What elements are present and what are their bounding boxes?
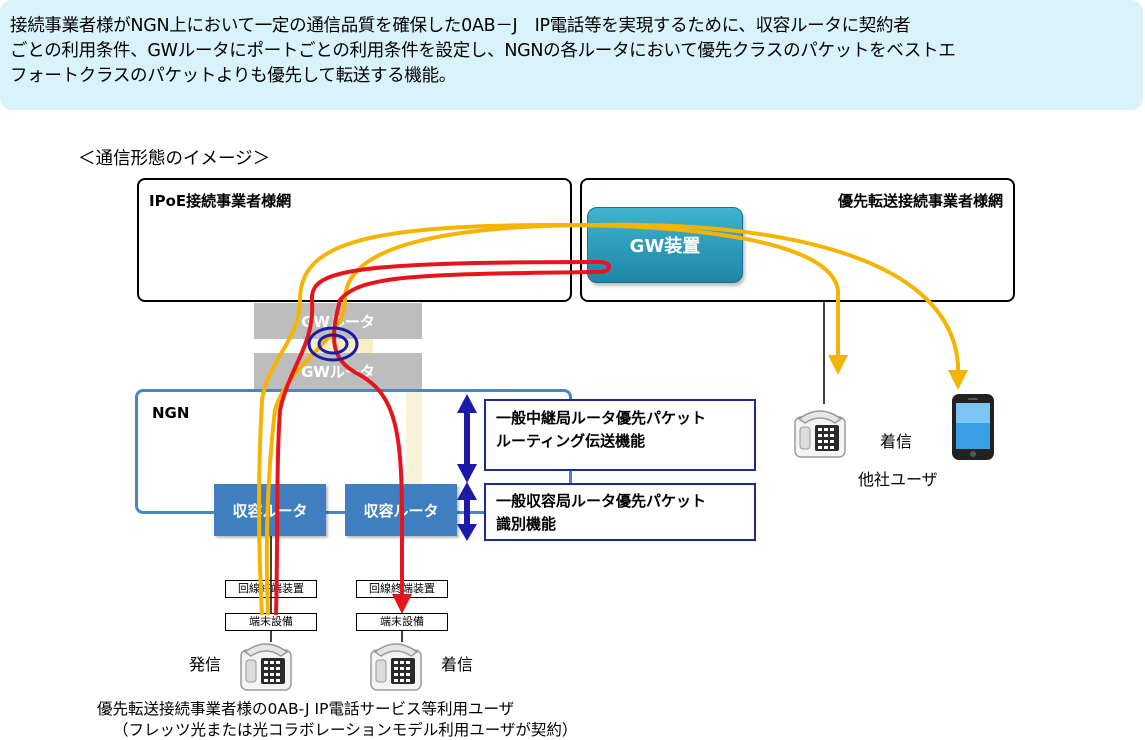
relay-function-line-1: 一般中継局ルータ優先パケット bbox=[496, 409, 707, 427]
ngn-internal-link bbox=[406, 392, 422, 510]
desk-phone-icon bbox=[240, 643, 292, 691]
relay-function-line-2: ルーティング伝送機能 bbox=[496, 432, 646, 450]
footer-line-1: 優先転送接続事業者様の0AB-J IP電話サービス等利用ユーザ bbox=[97, 700, 515, 718]
other-user-label: 他社ユーザ bbox=[858, 470, 938, 489]
description-text: 接続事業者様がNGN上において一定の通信品質を確保した0AB－J IP電話等を実… bbox=[10, 14, 1140, 89]
ngn-title: NGN bbox=[152, 404, 190, 422]
blue-vertical-arrows bbox=[457, 394, 477, 541]
description-line-2: ごとの利用条件、GWルータにポートごとの利用条件を設定し、NGNの各ルータにおい… bbox=[10, 41, 956, 61]
smartphone-icon bbox=[952, 394, 994, 460]
gw-router-marker bbox=[307, 326, 359, 362]
gw-router-bottom: GWルータ bbox=[254, 353, 422, 389]
ipoe-network-title: IPoE接続事業者様網 bbox=[149, 192, 292, 210]
incoming-label-left: 着信 bbox=[441, 655, 474, 674]
outgoing-label: 発信 bbox=[189, 655, 222, 674]
relay-function-box: 一般中継局ルータ優先パケット ルーティング伝送機能 bbox=[484, 399, 756, 471]
access-function-line-1: 一般収容局ルータ優先パケット bbox=[496, 492, 707, 510]
description-line-1: 接続事業者様がNGN上において一定の通信品質を確保した0AB－J IP電話等を実… bbox=[10, 16, 911, 36]
desk-phone-icon bbox=[370, 643, 422, 691]
access-function-line-2: 識別機能 bbox=[496, 515, 557, 533]
red-paths bbox=[274, 259, 611, 616]
yellow-paths bbox=[257, 222, 968, 616]
diagram-caption: ＜通信形態のイメージ＞ bbox=[78, 149, 271, 169]
footer-line-2: （フレッツ光または光コラボレーションモデル利用ユーザが契約） bbox=[113, 721, 578, 739]
priority-network-title: 優先転送接続事業者様網 bbox=[837, 192, 1003, 210]
incoming-label-other: 着信 bbox=[880, 432, 913, 451]
gw-device: GW装置 bbox=[587, 207, 743, 283]
desk-phone-icon bbox=[794, 410, 846, 458]
description-line-3: フォートクラスのパケットよりも優先して転送する機能。 bbox=[10, 66, 456, 86]
access-function-box: 一般収容局ルータ優先パケット 識別機能 bbox=[484, 483, 756, 541]
description-banner bbox=[0, 0, 1143, 110]
terminal-left: 端末設備 bbox=[225, 613, 317, 631]
